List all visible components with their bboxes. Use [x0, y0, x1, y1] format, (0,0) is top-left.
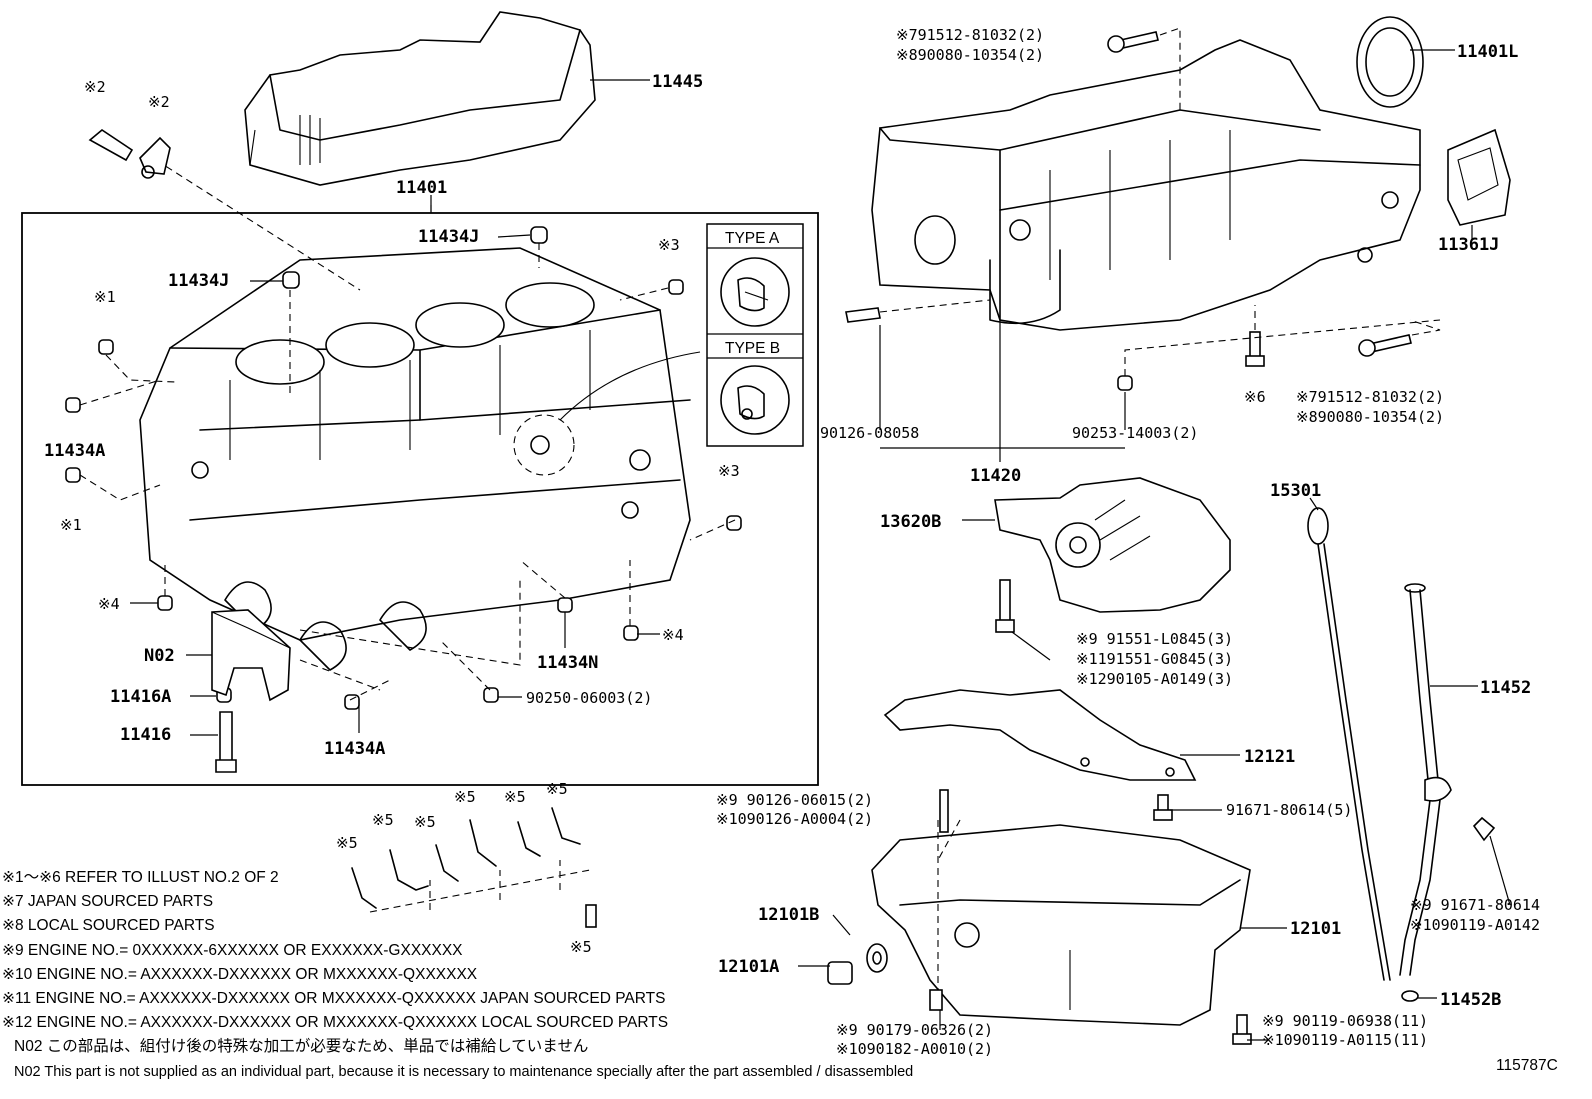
label-11434a-bottom: 11434A	[324, 739, 385, 759]
label-91671-80614-5: 91671-80614(5)	[1226, 801, 1352, 819]
label-15301: 15301	[1270, 481, 1321, 501]
ref-2-bolt: ※2	[84, 78, 106, 96]
label-pan-bolt-1: ※9 90119-06938(11)	[1262, 1012, 1428, 1030]
note-10: ※10 ENGINE NO.= AXXXXXX-DXXXXXX OR MXXXX…	[2, 966, 478, 983]
label-11420: 11420	[970, 466, 1021, 486]
ref-5-b: ※5	[372, 811, 394, 829]
label-11434j-left: 11434J	[168, 271, 229, 291]
upper-pan-bolts	[845, 31, 1412, 391]
type-b-label: TYPE B	[725, 340, 780, 357]
label-guide-bolt-1: ※9 91671-80614	[1410, 896, 1540, 914]
note-1: ※1〜※6 REFER TO ILLUST NO.2 OF 2	[2, 869, 279, 886]
label-pan-bolt-2: ※1090119-A0115(11)	[1262, 1031, 1428, 1049]
notes: ※1〜※6 REFER TO ILLUST NO.2 OF 2 ※7 JAPAN…	[2, 869, 913, 1080]
bracket-bolt	[88, 129, 171, 179]
label-12101b: 12101B	[758, 905, 819, 925]
note-12: ※12 ENGINE NO.= AXXXXXX-DXXXXXX OR MXXXX…	[2, 1014, 668, 1031]
label-12101: 12101	[1290, 919, 1341, 939]
label-11401l: 11401L	[1457, 42, 1518, 62]
label-90250: 90250-06003(2)	[526, 689, 652, 707]
label-mid-bolt-2: ※890080-10354(2)	[1296, 408, 1444, 426]
label-top-bolt-1: ※791512-81032(2)	[896, 26, 1044, 44]
label-11434a-left: 11434A	[44, 441, 105, 461]
note-n02-en: N02 This part is not supplied as an indi…	[14, 1064, 913, 1080]
label-11416: 11416	[120, 725, 171, 745]
label-11452: 11452	[1480, 678, 1531, 698]
ref-5-a: ※5	[336, 834, 358, 852]
oil-seal	[1356, 16, 1424, 108]
ref-4-right: ※4	[662, 626, 684, 644]
oil-dipstick	[1307, 507, 1391, 981]
lower-oil-pan	[871, 824, 1252, 1045]
label-90126-08058: 90126-08058	[820, 424, 919, 442]
label-12101a: 12101A	[718, 957, 779, 977]
ref-1-upper: ※1	[94, 288, 116, 306]
ref-6: ※6	[1244, 388, 1266, 406]
label-13620b: 13620B	[880, 512, 941, 532]
note-7: ※7 JAPAN SOURCED PARTS	[2, 893, 213, 910]
label-11434n: 11434N	[537, 653, 598, 673]
label-11361j: 11361J	[1438, 235, 1499, 255]
ref-4-left: ※4	[98, 595, 120, 613]
ref-5-f: ※5	[546, 780, 568, 798]
ref-2-bracket: ※2	[148, 93, 170, 111]
cover-gasket	[1447, 128, 1511, 226]
note-9: ※9 ENGINE NO.= 0XXXXXX-6XXXXXX OR EXXXXX…	[2, 942, 463, 959]
label-11445: 11445	[652, 72, 703, 92]
drawing-code: 115787C	[1496, 1057, 1558, 1074]
ref-3-upper: ※3	[658, 236, 680, 254]
label-12121: 12121	[1244, 747, 1295, 767]
ref-5-d: ※5	[454, 788, 476, 806]
dipstick-guide	[1399, 583, 1496, 1002]
label-11416a: 11416A	[110, 687, 171, 707]
label-pump-bolt-3: ※1290105-A0149(3)	[1076, 670, 1233, 688]
assembly-lines-block	[79, 159, 736, 701]
label-plug-1: ※9 90179-06326(2)	[836, 1021, 993, 1039]
timing-cover	[244, 11, 596, 186]
type-a-label: TYPE A	[725, 230, 780, 247]
cylinder-block	[139, 247, 701, 671]
label-90253: 90253-14003(2)	[1072, 424, 1198, 442]
cylinder-block-frame	[21, 212, 819, 786]
label-pump-bolt-1: ※9 91551-L0845(3)	[1076, 630, 1233, 648]
ref-1-lower: ※1	[60, 516, 82, 534]
ref-5-g: ※5	[570, 938, 592, 956]
drain-plug	[827, 943, 888, 985]
label-top-bolt-2: ※890080-10354(2)	[896, 46, 1044, 64]
label-plug-2: ※1090182-A0010(2)	[836, 1040, 993, 1058]
label-11434j-top: 11434J	[418, 227, 479, 247]
label-11401: 11401	[396, 178, 447, 198]
label-guide-bolt-2: ※1090119-A0142	[1410, 916, 1540, 934]
leader-lines	[130, 49, 1511, 1041]
assembly-lines-upper	[879, 27, 1441, 376]
note-n02-jp: N02 この部品は、組付け後の特殊な加工が必要なため、単品では補給していません	[14, 1037, 588, 1055]
note-8: ※8 LOCAL SOURCED PARTS	[2, 917, 215, 934]
oil-baffle-plate	[883, 689, 1197, 821]
note-11: ※11 ENGINE NO.= AXXXXXX-DXXXXXX OR MXXXX…	[2, 990, 665, 1007]
ref-5-e: ※5	[504, 788, 526, 806]
wire-clips	[351, 807, 597, 928]
label-11452b: 11452B	[1440, 990, 1501, 1010]
ref-5-c: ※5	[414, 813, 436, 831]
bearing-cap	[211, 609, 291, 773]
label-pump-bolt-2: ※1191551-G0845(3)	[1076, 650, 1233, 668]
ref-3-lower: ※3	[718, 462, 740, 480]
label-stud-2: ※1090126-A0004(2)	[716, 810, 873, 828]
label-stud-1: ※9 90126-06015(2)	[716, 791, 873, 809]
type-detail-boxes: TYPE A TYPE B	[706, 223, 804, 447]
label-mid-bolt-1: ※791512-81032(2)	[1296, 388, 1444, 406]
assembly-lines-lower	[937, 819, 961, 990]
label-n02: N02	[144, 646, 175, 666]
upper-oil-pan	[871, 39, 1421, 331]
stud-bolt	[939, 789, 949, 833]
oil-pump	[994, 477, 1231, 633]
